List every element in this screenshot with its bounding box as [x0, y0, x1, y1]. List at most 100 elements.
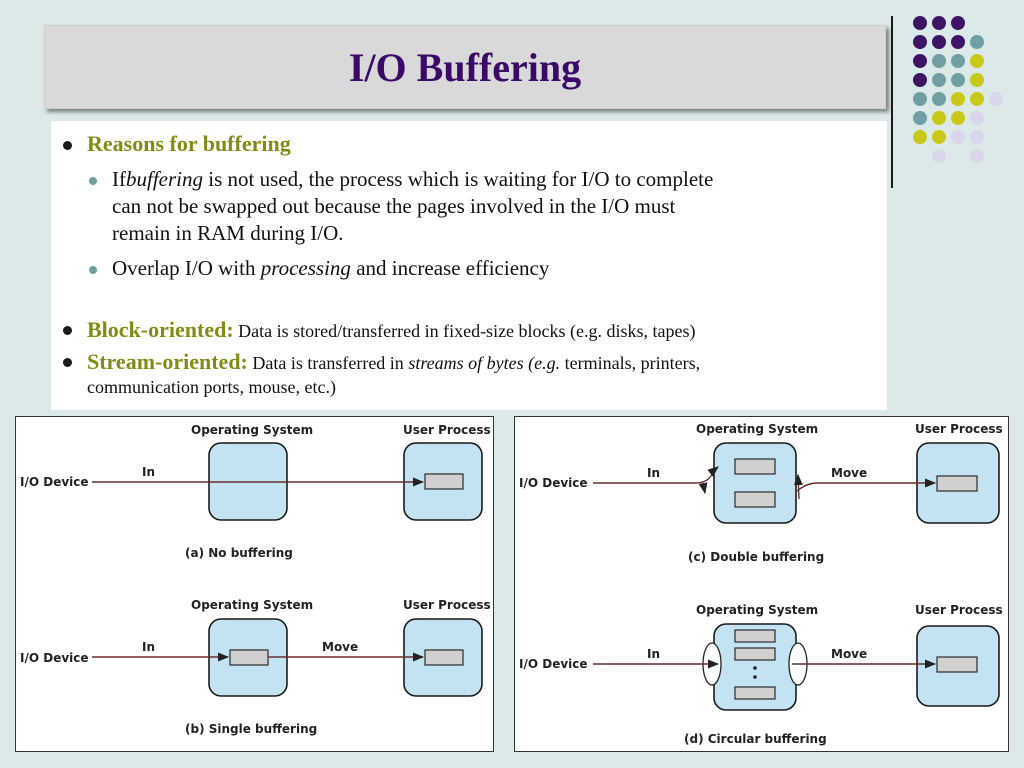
dot — [932, 35, 946, 49]
text: can not be swapped out because the pages… — [112, 194, 676, 218]
sub-bullet-2: Overlap I/O with processing and increase… — [112, 256, 549, 281]
in-label: In — [647, 647, 660, 661]
text: remain in RAM during I/O. — [112, 221, 344, 245]
in-label: In — [647, 466, 660, 480]
os-box — [713, 442, 797, 524]
text-italic: buffering — [126, 167, 203, 191]
user-process-label: User Process — [403, 598, 491, 612]
bullet-content: Reasons for buffering If buffering is no… — [51, 121, 887, 410]
buffer — [734, 491, 776, 508]
buffer — [734, 647, 776, 661]
dot — [932, 92, 946, 106]
stream-text-italic: streams of bytes (e.g. — [408, 353, 561, 373]
dot — [951, 111, 965, 125]
ellipsis-dot — [753, 666, 757, 670]
os-label: Operating System — [191, 423, 313, 437]
dot — [932, 73, 946, 87]
dot — [932, 54, 946, 68]
stream-text: terminals, printers, — [560, 353, 701, 373]
diagram-single-buffering: Operating System User Process I/O Device… — [20, 598, 491, 736]
text: If — [112, 167, 126, 191]
bullet-stream-line2: communication ports, mouse, etc.) — [87, 377, 336, 398]
diagram-double-buffering: Operating System User Process I/O Device… — [519, 422, 1003, 564]
buffer — [936, 475, 978, 492]
text: Overlap I/O with — [112, 256, 261, 280]
dot — [913, 16, 927, 30]
dot — [970, 54, 984, 68]
move-label: Move — [322, 640, 358, 654]
dot — [970, 35, 984, 49]
move-label: Move — [831, 466, 867, 480]
block-heading: Block-oriented: — [87, 317, 234, 342]
buffer — [734, 629, 776, 643]
text: is not used, the process which is waitin… — [203, 167, 714, 191]
move-arrow — [796, 478, 937, 492]
caption-a: (a) No buffering — [185, 546, 293, 560]
dot — [932, 130, 946, 144]
dot — [951, 130, 965, 144]
diagram-circular-buffering: Operating System User Process I/O Device… — [519, 603, 1003, 746]
dot — [913, 35, 927, 49]
stream-heading: Stream-oriented: — [87, 349, 248, 374]
ellipsis-dot — [753, 675, 757, 679]
dot — [951, 73, 965, 87]
user-process-label: User Process — [403, 423, 491, 437]
bullet-block-oriented: Block-oriented: Data is stored/transferr… — [63, 317, 696, 343]
bullet-stream-oriented: Stream-oriented: Data is transferred in … — [63, 349, 701, 375]
slide-title: I/O Buffering — [348, 44, 582, 90]
dot — [951, 35, 965, 49]
buffer — [424, 649, 464, 666]
dot — [913, 54, 927, 68]
reasons-heading: Reasons for buffering — [87, 131, 291, 156]
text: and increase efficiency — [350, 256, 550, 280]
in-label: In — [142, 465, 155, 479]
diagram-no-buffering: Operating System User Process I/O Device… — [20, 423, 491, 560]
dot — [951, 54, 965, 68]
in-arrow — [593, 466, 719, 484]
dot — [970, 111, 984, 125]
io-device-label: I/O Device — [519, 476, 588, 490]
caption-b: (b) Single buffering — [185, 722, 317, 736]
dot — [913, 111, 927, 125]
bullet-dot — [63, 326, 72, 335]
user-process-label: User Process — [915, 422, 1003, 436]
user-process-label: User Process — [915, 603, 1003, 617]
buffer — [936, 656, 978, 673]
caption-c: (c) Double buffering — [688, 550, 824, 564]
sub-bullet-1-line3: remain in RAM during I/O. — [112, 221, 344, 246]
buffer — [734, 686, 776, 700]
io-device-label: I/O Device — [20, 651, 89, 665]
stream-text: communication ports, mouse, etc.) — [87, 377, 336, 397]
dot — [970, 92, 984, 106]
os-label: Operating System — [191, 598, 313, 612]
dot — [932, 111, 946, 125]
dot — [913, 73, 927, 87]
dot — [932, 149, 946, 163]
bullet-dot — [63, 141, 72, 150]
sub-bullet-1-line1: If buffering is not used, the process wh… — [112, 167, 713, 192]
buffer — [229, 649, 269, 666]
diagram-panel-left: Operating System User Process I/O Device… — [15, 416, 494, 752]
in-switch-arrow — [698, 482, 708, 495]
dot — [913, 92, 927, 106]
os-label: Operating System — [696, 603, 818, 617]
move-label: Move — [831, 647, 867, 661]
divider-line — [891, 16, 893, 188]
dot — [932, 16, 946, 30]
io-device-label: I/O Device — [20, 475, 89, 489]
os-label: Operating System — [696, 422, 818, 436]
dot — [951, 92, 965, 106]
dot — [913, 130, 927, 144]
dot — [970, 149, 984, 163]
bullet-dot — [63, 358, 72, 367]
dot — [951, 16, 965, 30]
title-bar: I/O Buffering — [44, 25, 886, 109]
diagram-panel-right: Operating System User Process I/O Device… — [514, 416, 1009, 752]
dot — [989, 92, 1003, 106]
buffer — [734, 458, 776, 475]
bullet-reasons: Reasons for buffering — [63, 131, 291, 157]
block-text: Data is stored/transferred in fixed-size… — [233, 321, 696, 341]
sub-bullet-dot — [89, 266, 97, 274]
text-italic: processing — [260, 256, 351, 280]
caption-d: (d) Circular buffering — [684, 732, 827, 746]
